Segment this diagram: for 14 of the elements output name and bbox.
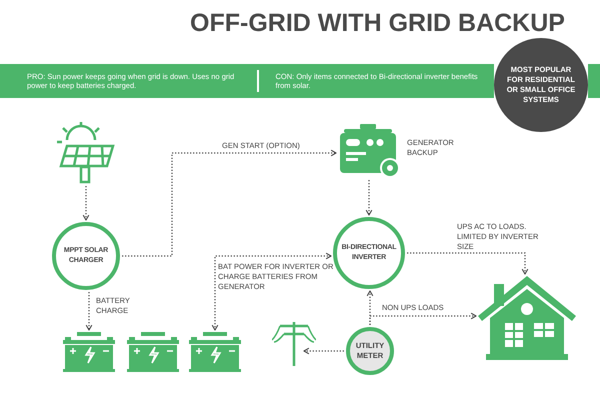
- dotted-arrow: [407, 252, 528, 275]
- dotted-arrow: [369, 312, 477, 325]
- battery-icon: [63, 332, 115, 372]
- dotted-arrow: [212, 252, 332, 331]
- title: OFF-GRID WITH GRID BACKUP: [190, 8, 566, 38]
- info-banner: [0, 64, 494, 98]
- dotted-arrow: [303, 348, 344, 354]
- dotted-arrow: [122, 150, 337, 257]
- battery-icon: [127, 332, 179, 372]
- dotted-arrow: [82, 186, 90, 221]
- dotted-arrow: [366, 180, 372, 216]
- house-icon: [478, 276, 576, 360]
- battery-icon: [189, 332, 241, 372]
- dotted-arrow: [86, 292, 92, 331]
